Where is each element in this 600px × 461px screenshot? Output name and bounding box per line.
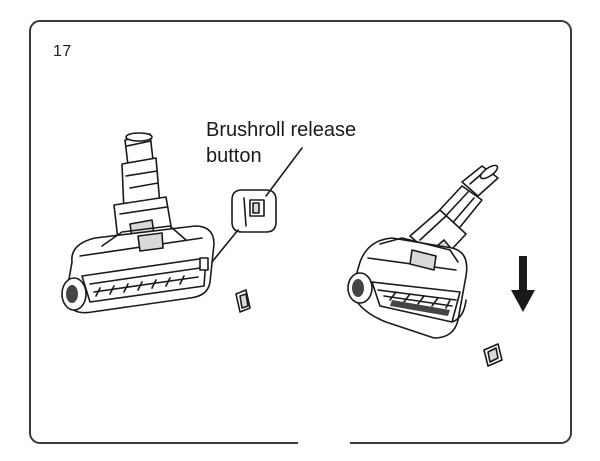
step-number: 17	[53, 43, 72, 60]
brushroll-release-label: Brushroll release button	[206, 117, 356, 169]
callout-line-2: button	[206, 145, 262, 167]
callout-line-1: Brushroll release	[206, 119, 357, 141]
end-cap-left	[235, 289, 251, 313]
callout-zoom	[211, 147, 303, 263]
floor-head-left	[61, 132, 215, 314]
panel-bottom-gap	[298, 440, 350, 445]
arrow-down-icon	[511, 256, 535, 312]
end-cap-right	[483, 343, 503, 367]
floor-head-right	[347, 164, 499, 339]
